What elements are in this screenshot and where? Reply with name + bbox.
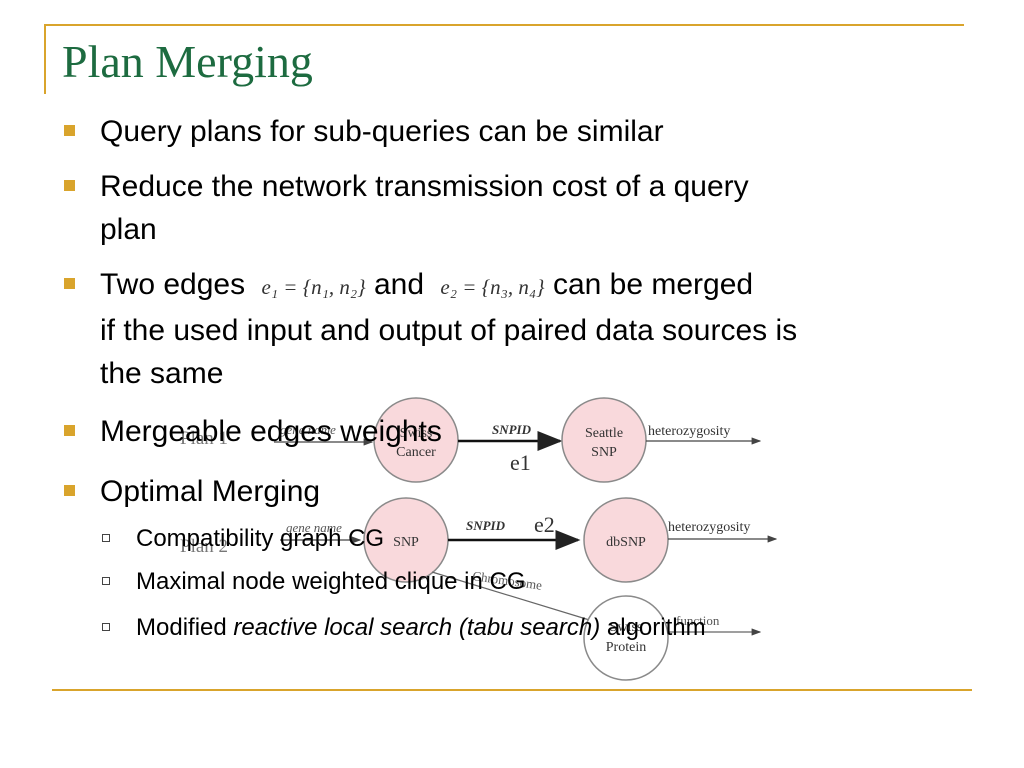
bullet-text-prefix: Two edges bbox=[100, 268, 246, 301]
subbullet-marker bbox=[102, 577, 110, 585]
frame-top-rule bbox=[44, 24, 964, 26]
bullet-text: Mergeable edges weights bbox=[100, 415, 442, 448]
subbullet-marker bbox=[102, 534, 110, 542]
subbullet-marker bbox=[102, 623, 110, 631]
formula-e2: e₂ = {n₃, n₄} bbox=[440, 275, 545, 299]
bullet-text: Query plans for sub-queries can be simil… bbox=[100, 115, 664, 148]
bullet-two-edges: Two edges e₁ = {n₁, n₂} and e₂ = {n₃, n₄… bbox=[64, 263, 980, 395]
subbullet-text-prefix: Modified bbox=[136, 614, 234, 641]
bullet-text-line3: the same bbox=[100, 357, 224, 390]
bullet-optimal-merging: Optimal Merging bbox=[64, 470, 980, 513]
bullet-text-suffix: can be merged bbox=[552, 268, 754, 301]
slide-title: Plan Merging bbox=[62, 36, 313, 87]
bullet-marker bbox=[64, 180, 75, 191]
bullet-similar-plans: Query plans for sub-queries can be simil… bbox=[64, 110, 980, 153]
subbullet-text: Maximal node weighted clique in CG bbox=[136, 568, 526, 595]
formula-e1: e₁ = {n₁, n₂} bbox=[261, 275, 366, 299]
subbullet-text: Compatibility graph CG bbox=[136, 525, 385, 552]
bullet-text: Optimal Merging bbox=[100, 475, 321, 508]
bullet-marker bbox=[64, 425, 75, 436]
frame-bottom-rule bbox=[52, 689, 972, 691]
bullet-marker bbox=[64, 125, 75, 136]
bullet-reduce-cost: Reduce the network transmission cost of … bbox=[64, 165, 980, 251]
subbullet-maximal-clique: Maximal node weighted clique in CG bbox=[102, 566, 956, 598]
subbullet-compatibility-graph: Compatibility graph CG bbox=[102, 523, 956, 555]
bullet-text-line2: if the used input and output of paired d… bbox=[100, 314, 798, 347]
subbullet-reactive-search: Modified reactive local search (tabu sea… bbox=[102, 612, 956, 644]
subbullet-text-suffix: algorithm bbox=[600, 614, 706, 641]
bullet-text-line2: plan bbox=[100, 213, 157, 246]
bullet-mergeable-weights: Mergeable edges weights bbox=[64, 410, 980, 453]
bullet-text-line1: Reduce the network transmission cost of … bbox=[100, 170, 749, 203]
bullet-marker bbox=[64, 485, 75, 496]
bullet-text-middle: and bbox=[373, 268, 425, 301]
subbullet-text-italic: reactive local search (tabu search) bbox=[233, 614, 601, 641]
bullet-marker bbox=[64, 278, 75, 289]
frame-left-rule bbox=[44, 24, 46, 94]
